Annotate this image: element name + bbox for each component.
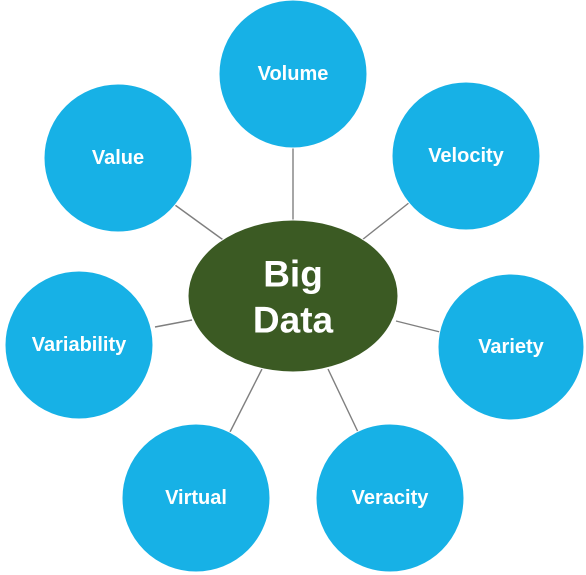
center-ellipse: [187, 219, 399, 373]
node-virtual: Virtual: [121, 423, 271, 573]
node-value-label: Value: [92, 147, 144, 169]
center-label-line1: Big: [263, 254, 323, 295]
node-virtual-label: Virtual: [165, 487, 227, 509]
node-variety-label: Variety: [478, 336, 544, 358]
node-veracity: Veracity: [315, 423, 465, 573]
center-node: Big Data: [187, 219, 399, 373]
node-volume-label: Volume: [258, 63, 329, 85]
node-velocity: Velocity: [391, 81, 541, 231]
node-variability: Variability: [4, 270, 154, 420]
node-variability-circle: [4, 270, 154, 420]
connector-veracity: [327, 368, 359, 433]
node-variability-label: Variability: [32, 334, 127, 356]
connectors: [154, 148, 441, 433]
node-volume-circle: [218, 0, 368, 149]
node-veracity-label: Veracity: [352, 487, 430, 509]
node-value: Value: [43, 83, 193, 233]
connector-variety: [395, 320, 441, 333]
node-volume: Volume: [218, 0, 368, 149]
node-virtual-circle: [121, 423, 271, 573]
node-veracity-circle: [315, 423, 465, 573]
node-velocity-label: Velocity: [428, 145, 504, 167]
connector-velocity: [361, 201, 411, 241]
node-value-circle: [43, 83, 193, 233]
center-label-line2: Data: [253, 300, 334, 341]
node-velocity-circle: [391, 81, 541, 231]
connector-value: [174, 204, 227, 243]
connector-variability: [154, 319, 193, 328]
node-variety-circle: [437, 273, 585, 421]
connector-virtual: [229, 368, 263, 433]
node-variety: Variety: [437, 273, 585, 421]
